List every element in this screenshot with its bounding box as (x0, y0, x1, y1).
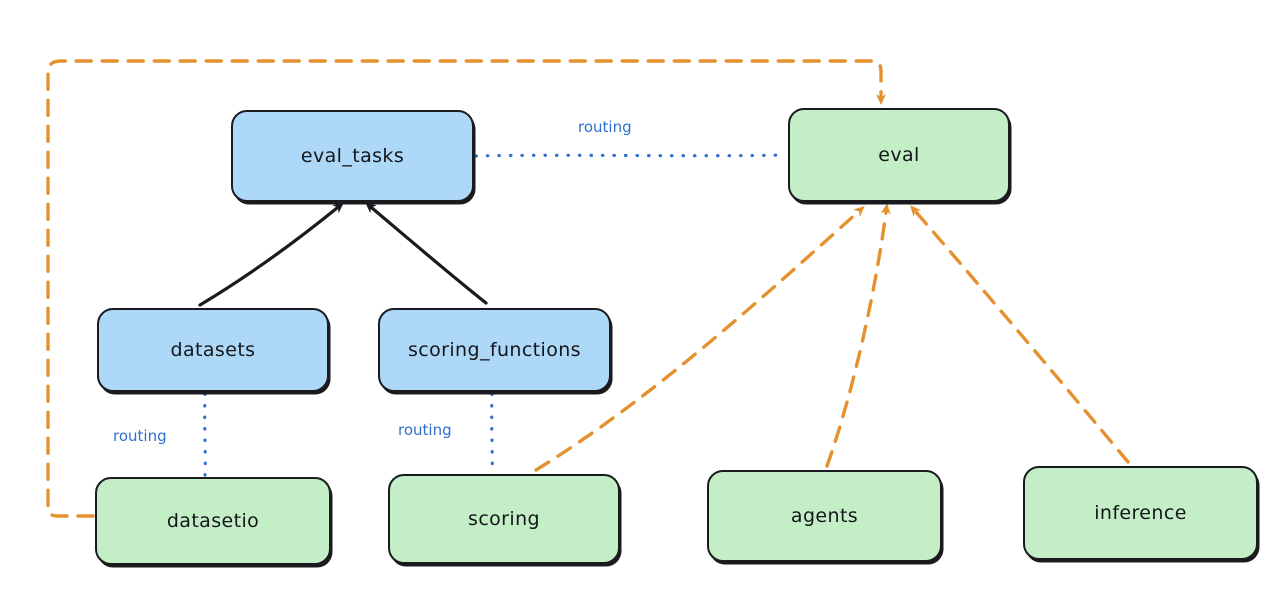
node-inference[interactable]: inference (1023, 466, 1258, 560)
node-label-scoring-functions: scoring_functions (408, 339, 581, 361)
edge-label-routing-datasets: routing (113, 427, 167, 445)
edge-datasetio-to-eval (46, 59, 886, 518)
node-label-eval-tasks: eval_tasks (300, 145, 405, 167)
edge-label-routing-scoring-functions: routing (398, 421, 452, 439)
edge-eval-tasks-to-eval (474, 153, 788, 158)
node-label-scoring: scoring (468, 508, 540, 530)
edge-datasets-to-datasetio (203, 392, 207, 477)
node-eval-tasks[interactable]: eval_tasks (231, 110, 474, 202)
node-datasets[interactable]: datasets (97, 308, 329, 392)
node-label-agents: agents (790, 505, 859, 527)
node-eval[interactable]: eval (788, 108, 1010, 202)
edge-scoring-functions-to-eval-tasks (365, 202, 488, 305)
edge-label-routing-eval-tasks: routing (578, 118, 632, 136)
node-datasetio[interactable]: datasetio (95, 477, 331, 565)
node-label-datasets: datasets (170, 339, 256, 361)
node-label-eval: eval (878, 144, 920, 166)
node-label-inference: inference (1094, 502, 1187, 524)
edge-agents-to-eval (825, 203, 891, 468)
node-scoring-functions[interactable]: scoring_functions (378, 308, 611, 392)
node-agents[interactable]: agents (707, 470, 942, 562)
edge-inference-to-eval (910, 205, 1130, 464)
edge-datasets-to-eval-tasks (198, 202, 344, 307)
node-label-datasetio: datasetio (166, 510, 260, 532)
edge-scoring-to-eval (534, 205, 865, 472)
node-scoring[interactable]: scoring (388, 474, 620, 564)
edge-scoring-functions-to-scoring (490, 392, 494, 475)
